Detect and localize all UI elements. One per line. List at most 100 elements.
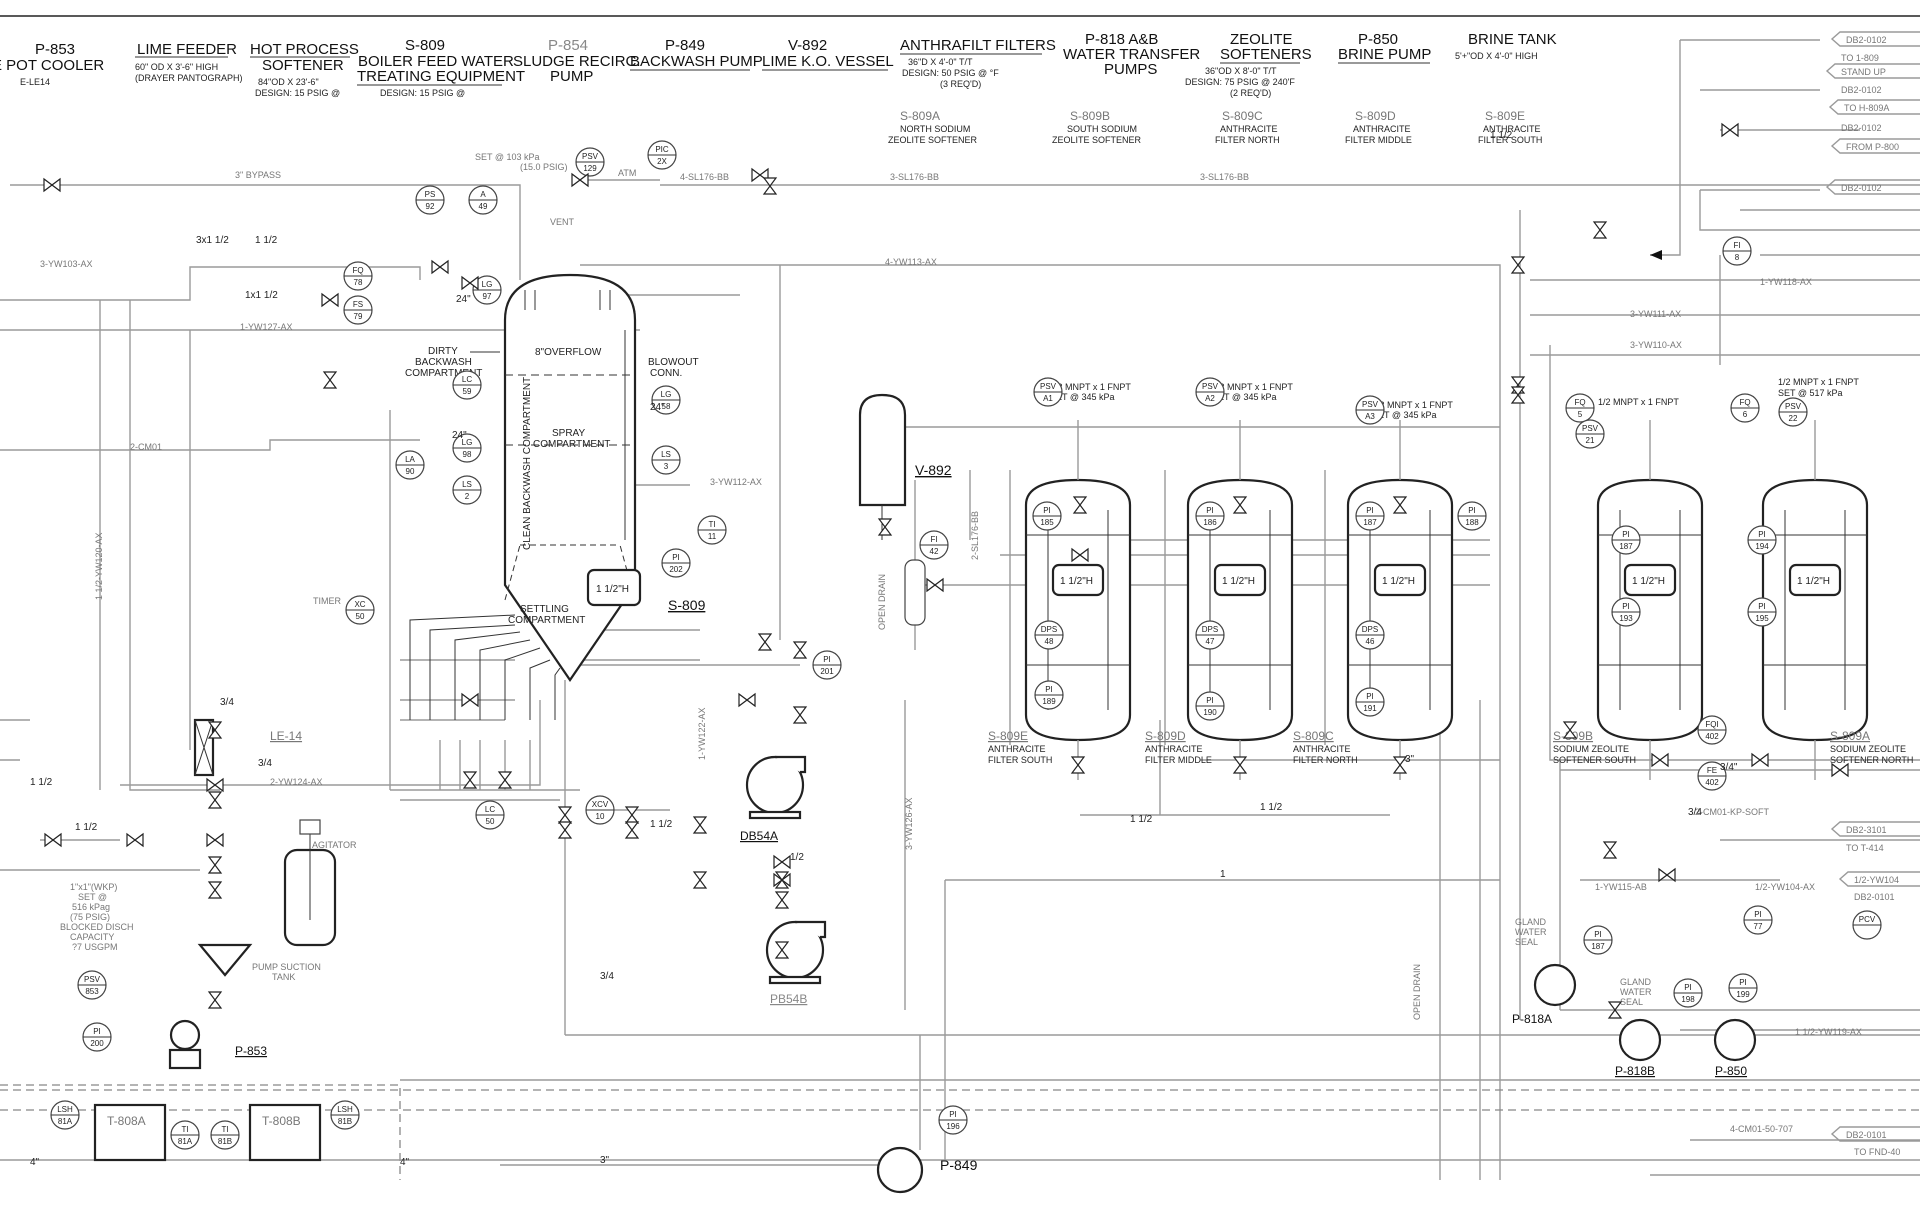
valve-icon[interactable] [321,292,339,308]
offpage-connector[interactable]: TO H-809A [1828,99,1920,115]
valve-icon[interactable] [773,854,791,870]
valve-icon[interactable] [206,832,224,848]
valve-icon[interactable] [571,172,589,188]
valve-icon[interactable] [462,771,478,789]
valve-icon[interactable] [1392,496,1408,514]
valve-icon[interactable] [774,891,790,909]
valve-icon[interactable] [207,991,223,1009]
valve-icon[interactable] [692,871,708,889]
offpage-connector[interactable]: TO T-414 [1846,843,1884,853]
valve-icon[interactable] [1232,756,1248,774]
valve-icon[interactable] [207,791,223,809]
valve-icon[interactable] [757,633,773,651]
valve-icon[interactable] [206,777,224,793]
valve-icon[interactable] [207,721,223,739]
valve-icon[interactable] [1232,496,1248,514]
valve-icon[interactable] [1562,721,1578,739]
valve-icon[interactable] [1510,386,1526,404]
offpage-connector[interactable]: DB2-0102 [1830,31,1920,47]
valve-icon[interactable] [1510,256,1526,274]
valve-icon[interactable] [207,856,223,874]
valve-icon[interactable] [624,806,640,824]
valve-icon[interactable] [322,371,338,389]
valve-icon[interactable] [461,692,479,708]
valve-icon[interactable] [1602,841,1618,859]
valve-icon[interactable] [43,177,61,193]
valve-icon[interactable] [1392,756,1408,774]
valve-icon[interactable] [926,577,944,593]
valve-icon[interactable] [1592,221,1608,239]
valve-icon[interactable] [792,706,808,724]
instrument-bubble[interactable]: PCV [1852,910,1882,940]
offpage-connector[interactable]: 1/2-YW104 [1838,871,1920,887]
offpage-connector[interactable]: TO 1-809 [1841,53,1879,63]
valve-icon[interactable] [792,641,808,659]
valve-icon[interactable] [1651,752,1669,768]
valve-icon[interactable] [692,816,708,834]
valve-icon[interactable] [762,177,778,195]
offpage-connector[interactable]: DB2-0101 [1854,892,1895,902]
valve-icon[interactable] [774,871,790,889]
offpage-connector[interactable]: DB2-0102 [1841,85,1882,95]
valve-icon[interactable] [44,832,62,848]
instrument-bubble[interactable]: LS2 [452,475,482,505]
valve-icon[interactable] [1658,867,1676,883]
instrument-bubble[interactable]: FI8 [1722,236,1752,266]
instrument-bubble[interactable]: FQ5 [1565,393,1595,423]
valve-icon[interactable] [1072,496,1088,514]
valve-icon[interactable] [431,259,449,275]
valve-icon[interactable] [774,941,790,959]
valve-icon[interactable] [738,692,756,708]
offpage-connector[interactable]: STAND UP [1825,63,1920,79]
valve-icon[interactable] [497,771,513,789]
offpage-connector[interactable]: TO FND-40 [1854,1147,1900,1157]
valve-icon[interactable] [461,275,479,291]
valve-icon[interactable] [557,806,573,824]
offpage-connector[interactable]: FROM P-800 [1830,138,1920,154]
valve-icon[interactable] [624,821,640,839]
valve-icon[interactable] [1751,752,1769,768]
valve-icon[interactable] [1607,1001,1623,1019]
valve-icon[interactable] [877,518,893,536]
offpage-connector[interactable]: DB2-3101 [1830,821,1920,837]
instrument-bubble[interactable]: LS3 [651,445,681,475]
